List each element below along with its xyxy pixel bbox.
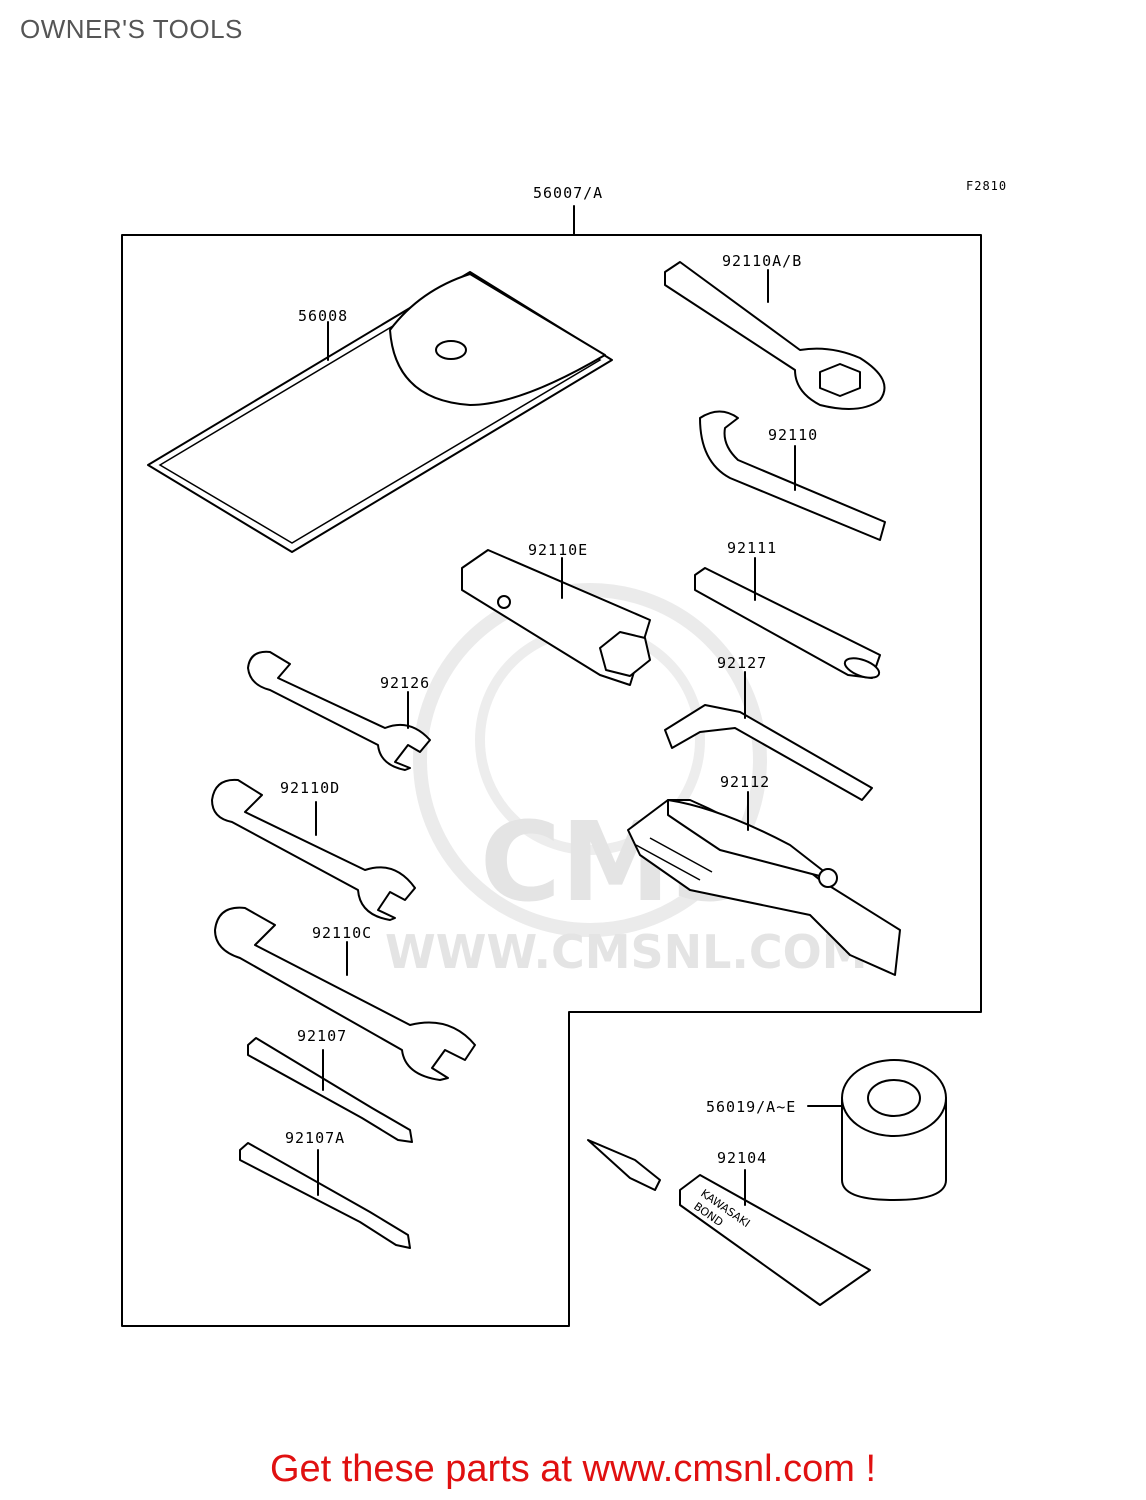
- part-callouts: F2810 56007/A 56008 92110A/B 92110 92110…: [280, 179, 1007, 1167]
- label-92110E[interactable]: 92110E: [528, 541, 588, 559]
- open-wrench-small: [247, 650, 431, 771]
- label-56007A[interactable]: 56007/A: [533, 184, 603, 202]
- screwdriver-flat: [239, 1142, 411, 1249]
- watermark-url: WWW.CMSNL.COM: [385, 925, 868, 979]
- hex-key: [664, 671, 873, 801]
- kit-frame: [121, 234, 982, 1327]
- label-92127[interactable]: 92127: [717, 654, 767, 672]
- label-92111[interactable]: 92111: [727, 539, 777, 557]
- label-92104[interactable]: 92104: [717, 1149, 767, 1167]
- open-wrench-medium: [211, 778, 416, 921]
- box-wrench: [664, 261, 886, 410]
- screwdriver-phillips: [247, 1037, 413, 1143]
- footer-link[interactable]: www.cmsnl.com: [582, 1448, 855, 1490]
- label-92112[interactable]: 92112: [720, 773, 770, 791]
- extension-bar: [694, 557, 881, 679]
- footer-prefix: Get these parts at: [269, 1448, 583, 1490]
- label-92107A[interactable]: 92107A: [285, 1129, 345, 1147]
- label-92126[interactable]: 92126: [380, 674, 430, 692]
- label-92110D[interactable]: 92110D: [280, 779, 340, 797]
- tool-bag: [147, 271, 613, 553]
- grease-can: [807, 1059, 947, 1201]
- label-56008[interactable]: 56008: [298, 307, 348, 325]
- bond-tube: KAWASAKI BOND: [587, 1139, 871, 1306]
- hook-wrench: [699, 410, 886, 541]
- footer-suffix: !: [854, 1448, 877, 1490]
- label-92107[interactable]: 92107: [297, 1027, 347, 1045]
- pliers: [627, 791, 901, 976]
- label-56019[interactable]: 56019/A~E: [706, 1098, 796, 1116]
- plug-wrench: [461, 549, 651, 686]
- page-title: OWNER'S TOOLS: [20, 14, 243, 44]
- figure-code: F2810: [966, 179, 1007, 193]
- open-wrench-large: [214, 906, 476, 1081]
- parts-diagram: CMS WWW.CMSNL.COM: [121, 179, 1007, 1327]
- label-92110[interactable]: 92110: [768, 426, 818, 444]
- label-92110AB[interactable]: 92110A/B: [722, 252, 802, 270]
- label-92110C[interactable]: 92110C: [312, 924, 372, 942]
- footer-banner: Get these parts at www.cmsnl.com !: [0, 1448, 1146, 1491]
